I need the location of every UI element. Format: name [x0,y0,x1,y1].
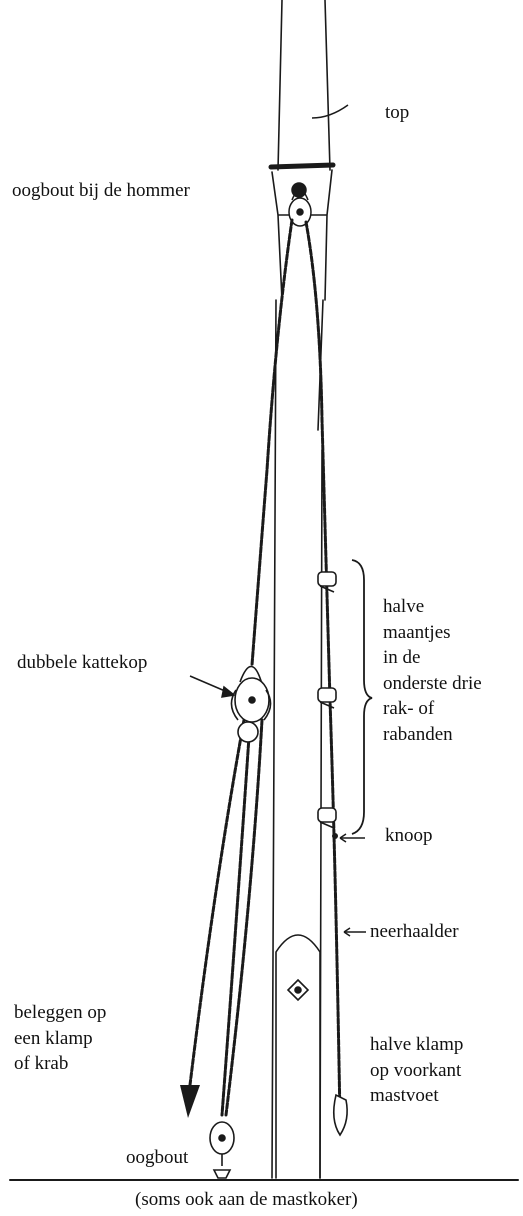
label-line: rabanden [383,722,482,748]
arrow-kattekop [190,676,234,697]
label-beleggen: beleggen op een klamp of krab [14,1000,106,1077]
label-line: of krab [14,1051,106,1077]
rope-fall-left [252,220,292,665]
label-line: maantjes [383,620,482,646]
label-line: in de [383,645,482,671]
label-line: onderste drie [383,671,482,697]
label-line: mastvoet [370,1083,463,1109]
halve-klamp [334,1095,347,1135]
pointer-top [312,105,348,118]
label-halve-klamp: halve klamp op voorkant mastvoet [370,1032,463,1109]
label-line: halve [383,594,482,620]
caption: (soms ook aan de mastkoker) [135,1188,358,1212]
label-line: rak- of [383,696,482,722]
label-line: een klamp [14,1026,106,1052]
label-halve-maantjes: halve maantjes in de onderste drie rak- … [383,594,482,747]
oogbout-block [210,1122,234,1178]
lower-mast [272,300,323,1178]
belay-arrow-icon [180,1085,200,1118]
topmast [278,0,330,170]
label-oogbout: oogbout [126,1145,188,1170]
label-line: halve klamp [370,1032,463,1058]
label-oogbout-hommer: oogbout bij de hommer [12,178,190,203]
label-dubbele-kattekop: dubbele kattekop [17,650,147,675]
rope-to-oogbout-b [226,720,262,1115]
mastfoot-klamp [276,935,320,1178]
label-knoop: knoop [385,823,433,848]
brace [352,560,372,834]
label-top: top [385,100,409,125]
label-line: beleggen op [14,1000,106,1026]
hommer-band [271,165,333,167]
diamond-icon [288,980,308,1000]
rope-neerhaalder [306,222,340,1120]
label-line: op voorkant [370,1058,463,1084]
knoop-mark [332,833,338,839]
label-neerhaalder: neerhaalder [370,919,459,944]
kattekop-block [231,666,270,742]
